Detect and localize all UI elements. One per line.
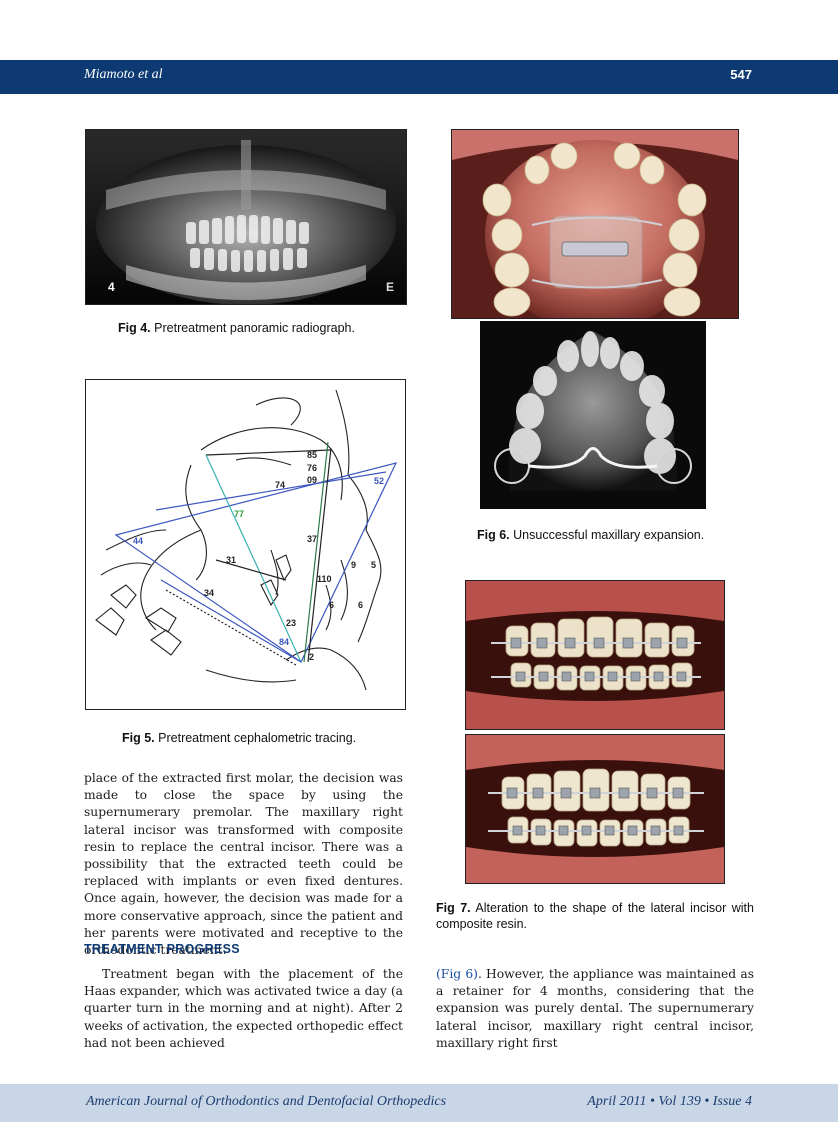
ceph-measure-23: 23	[286, 618, 297, 628]
braces-photo-top-image	[466, 581, 724, 729]
ceph-measure-37: 37	[307, 534, 318, 544]
body-paragraph-right: (Fig 6). However, the appliance was main…	[436, 966, 754, 1052]
fig7-braces-photo-bottom	[465, 734, 725, 884]
ceph-measure-09: 09	[307, 475, 318, 485]
header-author: Miamoto et al	[84, 67, 163, 82]
fig7-braces-photo-top	[465, 580, 725, 730]
ceph-measure-2: 2	[309, 652, 315, 662]
body-paragraph-treatment: Treatment began with the placement of th…	[84, 966, 403, 1052]
right-paragraph-text: . However, the appliance was maintained …	[436, 967, 755, 1050]
panoramic-image	[86, 130, 406, 304]
fig4-label: Fig 4.	[118, 321, 151, 335]
ceph-measure-44: 44	[133, 536, 144, 546]
fig6-label: Fig 6.	[477, 528, 510, 542]
fig5-caption: Fig 5. Pretreatment cephalometric tracin…	[122, 730, 402, 746]
fig4-caption-text: Pretreatment panoramic radiograph.	[154, 321, 355, 335]
fig6-caption: Fig 6. Unsuccessful maxillary expansion.	[477, 527, 737, 543]
section-heading-treatment-progress: TREATMENT PROGRESS	[84, 942, 240, 956]
footer-issue-info: April 2011 • Vol 139 • Issue 4	[587, 1094, 752, 1109]
ceph-measure-6a: 6	[329, 600, 335, 610]
fig7-caption-text: Alteration to the shape of the lateral i…	[436, 901, 754, 931]
braces-photo-bottom-image	[466, 735, 724, 883]
fig4-corner-label-left: 4	[108, 280, 115, 294]
treatment-paragraph-text: Treatment began with the placement of th…	[84, 967, 403, 1050]
ceph-measure-34: 34	[204, 588, 215, 598]
ceph-measure-74: 74	[275, 480, 286, 490]
ceph-measure-31: 31	[226, 555, 237, 565]
fig4-panoramic-radiograph: 4 E	[85, 129, 407, 305]
fig6-caption-text: Unsuccessful maxillary expansion.	[513, 528, 705, 542]
ceph-measure-5: 5	[371, 560, 377, 570]
ceph-measure-9: 9	[351, 560, 357, 570]
ceph-measure-6b: 6	[358, 600, 364, 610]
page-number: 547	[730, 67, 752, 82]
ceph-measure-85: 85	[307, 450, 318, 460]
footer-journal-name: American Journal of Orthodontics and Den…	[86, 1094, 447, 1109]
running-footer: American Journal of Orthodontics and Den…	[0, 1084, 838, 1122]
fig6-reference-link[interactable]: (Fig 6)	[436, 967, 478, 981]
fig5-cephalometric-tracing: 85 76 09 74 52 77 44 37 31 9 5 110 34 6 …	[85, 379, 406, 710]
cephalometric-drawing	[95, 389, 398, 691]
occlusal-radiograph-image	[480, 321, 706, 509]
ceph-measure-110: 110	[317, 574, 332, 584]
body-paragraph-left: place of the extracted first molar, the …	[84, 771, 403, 958]
running-header: Miamoto et al 547	[0, 60, 838, 94]
fig7-label: Fig 7.	[436, 901, 471, 915]
fig4-corner-label-right: E	[386, 280, 395, 294]
fig6-occlusal-radiograph	[480, 321, 706, 509]
ceph-measure-76: 76	[307, 463, 318, 473]
fig5-label: Fig 5.	[122, 731, 155, 745]
ceph-measure-84: 84	[279, 637, 290, 647]
ceph-measure-77: 77	[234, 509, 245, 519]
fig6-intraoral-photo-haas-expander	[451, 129, 739, 319]
fig7-caption: Fig 7. Alteration to the shape of the la…	[436, 900, 754, 932]
ceph-measure-52: 52	[374, 476, 385, 486]
fig4-caption: Fig 4. Pretreatment panoramic radiograph…	[118, 320, 398, 336]
haas-expander-photo	[452, 130, 738, 318]
fig5-caption-text: Pretreatment cephalometric tracing.	[158, 731, 357, 745]
